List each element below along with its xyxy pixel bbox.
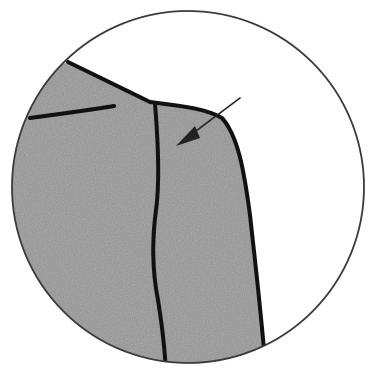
detail-illustration xyxy=(0,0,375,374)
detail-svg xyxy=(0,0,375,374)
